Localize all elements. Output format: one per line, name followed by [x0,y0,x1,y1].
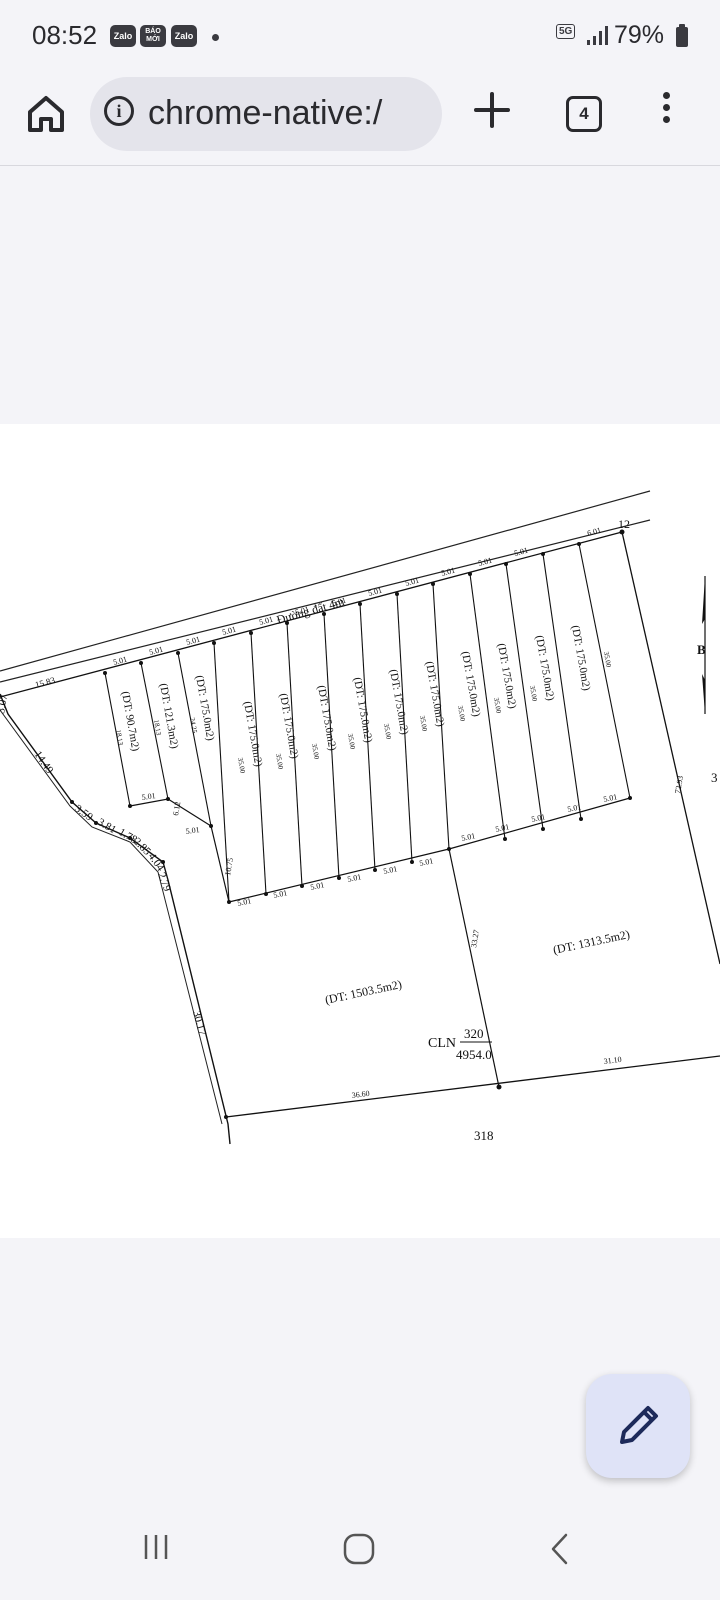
north-arrow-icon: B [697,576,706,714]
front-dim-10: 5.01 [440,566,456,578]
lot-12-depth: 35.00 [528,685,539,702]
lot-11-depth: 35.00 [492,697,503,714]
north-marker: B [697,642,706,657]
more-notifications-dot [212,34,219,41]
front-dim-7: 5.01 [331,596,347,608]
lot-7-depth: 35.00 [346,733,357,750]
front-dim-6: 5.01 [294,605,310,617]
rear-upper-4: 5.01 [567,802,583,814]
parcel-number: 320 [464,1026,484,1041]
lot-6-depth: 35.00 [310,743,321,760]
plus-icon [474,92,510,128]
rear-lower-7: 5.01 [419,856,435,868]
info-icon[interactable]: i [104,96,134,126]
lot-1-depth: 18.13 [114,729,125,746]
lot-13-area: (DT: 175.0m2) [569,624,592,691]
rear-upper-1: 5.01 [461,831,477,843]
big-right-area: (DT: 1313.5m2) [552,927,631,957]
new-tab-button[interactable] [470,90,514,134]
status-time: 08:52 [32,20,98,50]
lot-5-depth: 35.00 [274,753,285,770]
edge-cut-label: 3 [711,770,718,785]
front-dim-3: 5.01 [185,635,201,647]
zalo-notification-icon: Zalo [110,25,136,47]
front-dim-13: 6.01 [586,526,602,538]
battery-icon [676,24,688,47]
neighbor-parcel: 318 [474,1128,494,1143]
rear-lower-4: 5.01 [310,880,326,892]
back-icon[interactable] [548,1532,572,1566]
recent-apps-icon[interactable] [142,1532,172,1562]
front-dim-5: 5.01 [258,615,274,627]
lot-2-area: (DT: 121.3m2) [157,682,180,749]
lot-3-depth: 24.25 [188,717,199,734]
front-dim-11: 5.01 [477,556,493,568]
front-dim-1: 5.01 [112,655,128,667]
lot-13-depth: 35.00 [602,651,613,668]
right-edge-dim: 72.93 [673,775,685,794]
rear-upper-6: 5.01 [141,791,156,802]
rear-upper-5: 5.01 [603,792,619,804]
left-dim-2: 14.49 [32,749,56,777]
lot-2-depth: 18.13 [152,719,163,736]
lot-8-depth: 35.00 [382,723,393,740]
signal-icon [587,26,608,45]
lot-10-depth: 35.00 [456,705,467,722]
corner-number: 12 [618,517,630,531]
lot-4-depth: 35.00 [236,757,247,774]
left-dim-1: 3.07 [0,693,10,715]
status-bar: 08:52 Zalo BÁO MỚI Zalo 5G 79% [0,0,720,72]
rear-lower-6: 5.01 [383,864,399,876]
lot-9-depth: 35.00 [418,715,429,732]
bottom-left-dim: 36.60 [351,1089,370,1100]
rear-lower-5: 5.01 [347,872,363,884]
more-vert-icon[interactable] [658,92,674,132]
big-left-area: (DT: 1503.5m2) [324,977,403,1007]
front-dim-8: 5.01 [367,586,383,598]
home-nav-icon[interactable] [342,1532,376,1566]
divider-dim: 33.27 [469,929,481,948]
home-icon[interactable] [24,92,68,136]
lot-6-area: (DT: 175.0m2) [315,684,338,751]
url-text[interactable]: chrome-native:/ [148,94,383,132]
land-plot-drawing: Đường đất 4m 12 15.83 3.07 14.49 3.59 3.… [0,490,720,1145]
rear-lower-2: 5.01 [237,896,253,908]
address-bar[interactable]: i chrome-native:/ [90,77,442,151]
lot-5-area: (DT: 175.0m2) [277,692,300,759]
zalo-notification-icon-2: Zalo [171,25,197,47]
front-dim-2: 5.01 [148,645,164,657]
edit-button[interactable] [586,1374,690,1478]
step-dim-2: 10.75 [223,857,235,876]
left-dim-3: 3.59 [72,803,95,824]
front-dim-4: 5.01 [221,625,237,637]
bottom-right-dim: 31.10 [603,1055,622,1066]
land-plot-plan-image: Đường đất 4m 12 15.83 3.07 14.49 3.59 3.… [0,424,720,1238]
front-dim-12: 5.01 [513,546,529,558]
left-dim-9: 30.17 [190,1010,208,1037]
baomoi-notification-icon: BÁO MỚI [140,25,166,47]
network-type-icon: 5G [556,24,576,39]
tab-switcher-button[interactable]: 4 [566,96,602,132]
rear-upper-3: 5.01 [531,812,547,824]
battery-percent: 79% [614,21,665,49]
system-nav-bar [0,1510,720,1600]
parcel-area: 4954.0 [456,1047,492,1062]
pencil-icon [620,1406,658,1444]
browser-toolbar: i chrome-native:/ 4 [0,72,720,166]
top-left-dim: 15.83 [34,675,57,690]
parcel-code: CLN [428,1036,456,1051]
step-dim-1: 6.12 [171,801,182,816]
rear-upper-2: 5.01 [495,822,511,834]
front-dim-9: 5.01 [404,576,420,588]
rear-lower-3: 5.01 [273,888,289,900]
rear-lower-1: 5.01 [185,825,200,836]
